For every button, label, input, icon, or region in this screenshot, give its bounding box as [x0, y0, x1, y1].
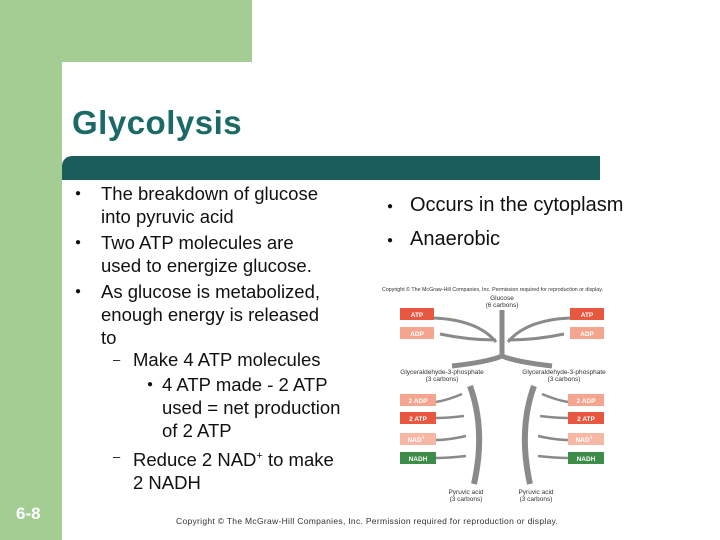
arrow-g3p-right-down — [521, 384, 537, 485]
bullet-dot: ● — [75, 286, 82, 297]
pyruvic-left-carbons: (3 carbons) — [450, 496, 483, 503]
sub-sub-bullet-item: 4 ATP made - 2 ATP used = net production… — [162, 373, 340, 442]
arrow-2atp-right — [539, 414, 569, 420]
bullet-line: to — [101, 327, 117, 348]
bullet-line: to make — [267, 449, 334, 471]
bullet-line: used to energize glucose. — [101, 255, 312, 276]
diagram-copyright: Copyright © The McGraw-Hill Companies, I… — [382, 287, 603, 293]
g3p-right-carbons: (3 carbons) — [548, 376, 581, 383]
nadh-box-left — [400, 452, 436, 464]
nadh-box-left-label: NADH — [409, 456, 428, 463]
pyruvic-right-label: Pyruvic acid — [518, 489, 553, 496]
adp-box-left-label: ADP — [410, 331, 424, 338]
nadh-box-right-label: NADH — [577, 456, 596, 463]
bullet-item: Anaerobic — [410, 228, 501, 250]
arrow-split-right — [501, 353, 553, 369]
adp-box-right — [570, 327, 604, 339]
atp-box-left — [400, 308, 434, 320]
glucose-carbons: (6 carbons) — [486, 302, 519, 309]
bullet-line: into pyruvic acid — [101, 206, 234, 227]
sub-bullet-item: Make 4 ATP molecules — [133, 349, 321, 370]
arrow-adp-right — [507, 332, 565, 342]
atp-box-left-label: ATP — [411, 312, 424, 319]
glycolysis-diagram: Glucose (6 carbons) ATP ATP ADP ADP Glyc… — [400, 295, 606, 503]
two-adp-box-right-label: 2 ADP — [577, 398, 597, 405]
bullet-item: The breakdown of glucose into pyruvic ac… — [101, 182, 318, 228]
slide-content-area — [62, 62, 720, 540]
bullet-line: The breakdown of glucose — [101, 183, 318, 204]
bullet-dot: ● — [75, 188, 82, 199]
two-atp-box-left — [400, 412, 436, 424]
nadh-box-right — [568, 452, 604, 464]
nad-box-right-label: NAD+ — [575, 435, 592, 444]
bullet-line: of 2 ATP — [162, 420, 232, 441]
arrow-nad-left — [435, 434, 467, 442]
slide-number: 6-8 — [16, 504, 41, 523]
bullet-line: 4 ATP made - 2 ATP — [162, 374, 328, 395]
two-atp-box-right — [568, 412, 604, 424]
footer-copyright: Copyright © The McGraw-Hill Companies, I… — [176, 516, 559, 526]
pyruvic-right-carbons: (3 carbons) — [520, 496, 553, 503]
glucose-label: Glucose — [490, 295, 514, 302]
sub-sub-bullet-dot: ● — [147, 379, 154, 390]
two-adp-box-left — [400, 394, 436, 406]
two-adp-box-left-label: 2 ADP — [409, 398, 429, 405]
bullet-item: As glucose is metabolized, enough energy… — [101, 280, 320, 349]
arrow-nadh-left — [435, 454, 467, 460]
arrow-atp-left — [433, 316, 498, 343]
bullet-line: enough energy is released — [101, 304, 320, 325]
two-adp-box-right — [568, 394, 604, 406]
bullet-line: Two ATP molecules are — [101, 232, 294, 253]
g3p-left-carbons: (3 carbons) — [426, 376, 459, 383]
left-green-sidebar — [0, 0, 62, 540]
bullet-dot: ● — [75, 237, 82, 248]
sub-bullet-item: Reduce 2 NAD+ to make 2 NADH — [133, 445, 334, 494]
nad-box-right — [568, 433, 604, 445]
slide-title: Glycolysis — [72, 104, 243, 141]
bullet-item: Occurs in the cytoplasm — [410, 194, 624, 216]
bullet-dot: ● — [387, 201, 394, 212]
adp-box-left — [400, 327, 434, 339]
atp-box-right-label: ATP — [581, 312, 594, 319]
bullet-dot: ● — [387, 235, 394, 246]
bullet-line: Reduce 2 NAD — [133, 449, 257, 471]
sub-bullet-dash: – — [113, 352, 121, 367]
g3p-right-label: Glyceraldehyde-3-phosphate — [522, 369, 606, 376]
arrow-adp-left — [439, 332, 497, 342]
arrow-nadh-right — [537, 454, 569, 460]
atp-box-right — [570, 308, 604, 320]
arrow-2adp-right — [541, 392, 569, 404]
sub-bullet-dash: – — [113, 449, 121, 464]
bullet-item: Two ATP molecules are used to energize g… — [101, 231, 312, 277]
superscript-plus: + — [256, 450, 263, 462]
arrow-atp-right — [506, 316, 571, 343]
arrow-2adp-left — [435, 392, 463, 404]
pyruvic-left-label: Pyruvic acid — [448, 489, 483, 496]
adp-box-right-label: ADP — [580, 331, 594, 338]
two-atp-box-left-label: 2 ATP — [409, 416, 427, 423]
arrow-g3p-left-down — [467, 384, 483, 485]
bullet-line: As glucose is metabolized, — [101, 281, 321, 302]
two-atp-box-right-label: 2 ATP — [577, 416, 595, 423]
arrow-nad-right — [537, 434, 569, 442]
bullet-line: 2 NADH — [133, 472, 201, 494]
title-divider-bar — [62, 156, 600, 180]
top-green-band — [0, 0, 252, 62]
nad-box-left-label: NAD+ — [407, 435, 424, 444]
g3p-left-label: Glyceraldehyde-3-phosphate — [400, 369, 484, 376]
bullet-line: used = net production — [162, 397, 341, 418]
nad-box-left — [400, 433, 436, 445]
arrow-split-left — [451, 353, 503, 369]
arrow-2atp-left — [435, 414, 465, 420]
